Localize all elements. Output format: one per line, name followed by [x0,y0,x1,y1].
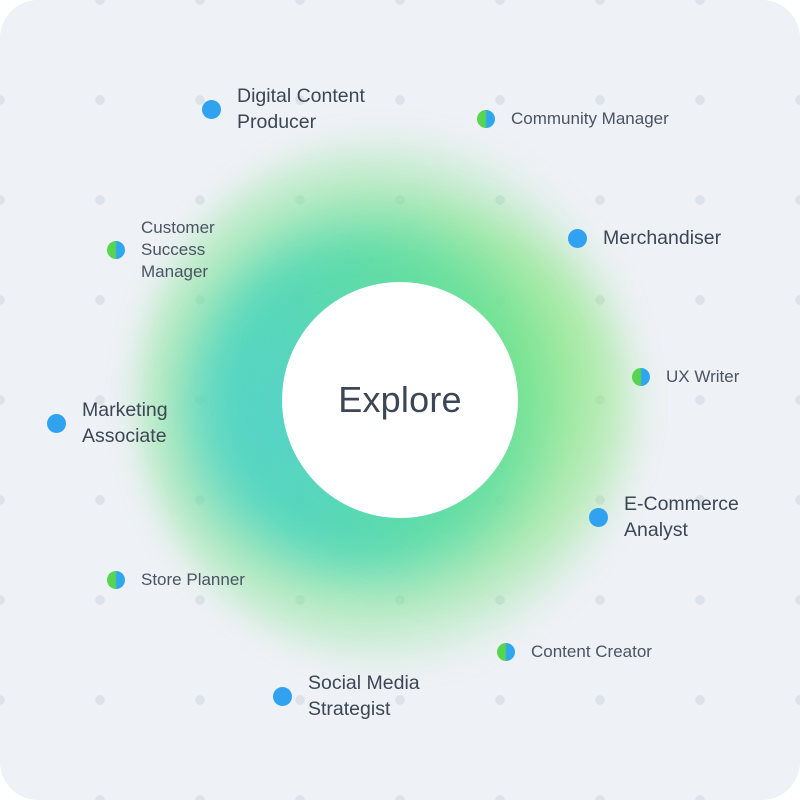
role-content-creator[interactable]: Content Creator [497,641,652,663]
role-label: Digital Content Producer [237,85,365,133]
role-dot-icon [589,507,608,527]
role-dot-icon [632,368,650,386]
role-label: Customer Success Manager [141,218,215,281]
role-label: Social Media Strategist [308,672,420,720]
role-dot-icon [497,643,515,661]
role-marketing-associate[interactable]: Marketing Associate [47,397,168,449]
role-dot-icon [273,686,292,706]
role-label: Merchandiser [603,227,722,249]
role-dot-icon [477,110,495,128]
role-social-media-strategist[interactable]: Social Media Strategist [273,670,420,722]
role-customer-success-manager[interactable]: Customer Success Manager [107,217,215,283]
role-ux-writer[interactable]: UX Writer [632,366,739,388]
role-label: Marketing Associate [82,399,168,447]
role-label: Community Manager [511,109,669,128]
explore-label: Explore [338,379,462,420]
role-label: E-Commerce Analyst [624,493,739,541]
explore-hub[interactable]: Explore [282,282,518,518]
role-store-planner[interactable]: Store Planner [107,569,245,591]
role-dot-icon [568,228,587,248]
role-community-manager[interactable]: Community Manager [477,108,669,130]
role-e-commerce-analyst[interactable]: E-Commerce Analyst [589,491,739,543]
role-dot-icon [202,99,221,119]
role-dot-icon [47,413,66,433]
role-label: Store Planner [141,570,245,589]
role-digital-content-producer[interactable]: Digital Content Producer [202,83,365,135]
role-dot-icon [107,571,125,589]
role-label: UX Writer [666,367,740,386]
role-dot-icon [107,241,125,259]
role-merchandiser[interactable]: Merchandiser [568,225,721,251]
role-label: Content Creator [531,642,652,661]
